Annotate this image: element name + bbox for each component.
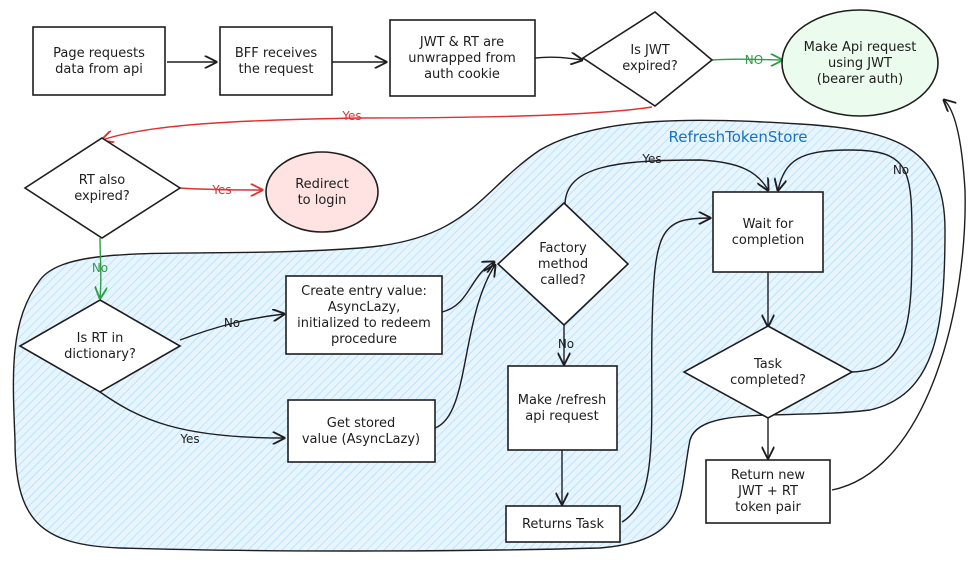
node-return-pair xyxy=(705,459,831,524)
node-text-line: Is RT in xyxy=(77,331,124,346)
edge-task-no xyxy=(778,149,913,373)
edge-stored-to-factory xyxy=(434,265,495,429)
node-text-line: Task xyxy=(753,357,783,372)
edge-label-factory-no: No xyxy=(558,337,574,351)
node-text-line: unwrapped from xyxy=(408,51,516,66)
edge-label-factory-yes: Yes xyxy=(641,152,661,166)
edge-return-to-api xyxy=(831,100,966,491)
node-text-line: Get stored xyxy=(327,416,395,431)
node-create-entry xyxy=(285,275,443,355)
node-text-line: data from api xyxy=(55,62,143,77)
edge-jwt-no xyxy=(711,59,782,60)
node-unwrap xyxy=(389,19,536,97)
node-text-line: Make /refresh xyxy=(518,393,606,408)
node-text-line: AsyncLazy, xyxy=(328,300,401,315)
node-text-line: procedure xyxy=(331,332,397,347)
edge-label-rt-yes: Yes xyxy=(211,183,231,197)
node-wait xyxy=(712,191,824,273)
node-text-line: expired? xyxy=(74,189,130,204)
node-text-line: JWT + RT xyxy=(737,484,798,499)
node-text-line: Factory xyxy=(539,241,587,256)
node-text-line: to login xyxy=(298,193,347,208)
node-text-line: completion xyxy=(732,233,805,248)
edge-task-to-wait xyxy=(621,218,710,523)
node-text-line: BFF receives xyxy=(235,46,318,61)
edge-dict-yes xyxy=(99,391,284,438)
edge-label-jwt-no: NO xyxy=(745,53,763,67)
node-text-line: value (AsyncLazy) xyxy=(302,432,420,447)
edge-label-task-no: No xyxy=(893,163,909,177)
node-page-requests xyxy=(32,26,166,96)
node-make-api xyxy=(781,9,939,117)
edge-dict-no xyxy=(179,314,284,341)
node-text-line: token pair xyxy=(735,500,801,515)
node-returns-task-text: Returns Task xyxy=(522,517,605,532)
node-text-line: Redirect xyxy=(295,177,349,192)
node-text-line: initialized to redeem xyxy=(297,316,431,331)
node-text-line: auth cookie xyxy=(424,67,500,82)
edge-label-dict-yes: Yes xyxy=(179,432,199,446)
edge-label-dict-no: No xyxy=(224,316,240,330)
node-returns-task xyxy=(505,505,621,543)
refresh-token-store-region xyxy=(12,119,946,552)
node-text-line: Return new xyxy=(731,468,806,483)
node-text-line: RT also xyxy=(79,173,126,188)
node-text-line: expired? xyxy=(622,59,678,74)
node-get-stored xyxy=(287,399,436,463)
node-text-line: Wait for xyxy=(743,217,794,232)
edge-rt-no xyxy=(100,237,101,298)
node-text-line: (bearer auth) xyxy=(817,72,903,87)
edge-rt-yes xyxy=(179,188,262,190)
node-text-line: Make Api request xyxy=(804,40,917,55)
region-title: RefreshTokenStore xyxy=(669,128,808,146)
node-rt-dictionary xyxy=(18,299,182,393)
edge-label-jwt-yes: Yes xyxy=(341,109,361,123)
node-text-line: the request xyxy=(239,62,314,77)
node-text-line: dictionary? xyxy=(64,347,136,362)
edge-jwt-yes xyxy=(102,106,653,140)
node-text-line: Returns Task xyxy=(522,517,605,532)
node-text-line: Page requests xyxy=(53,46,145,61)
node-text-line: JWT & RT are xyxy=(419,35,504,50)
edge-factory-yes xyxy=(564,159,768,206)
node-create-entry-text: Create entry value:AsyncLazy,initialized… xyxy=(297,284,431,347)
node-rt-expired xyxy=(23,137,182,239)
node-text-line: Create entry value: xyxy=(301,284,427,299)
node-task-completed xyxy=(682,325,854,419)
node-bff xyxy=(219,26,333,96)
edge-label-rt-no: No xyxy=(92,261,108,275)
node-text-line: api request xyxy=(525,409,598,424)
node-text-line: Is JWT xyxy=(630,43,669,58)
node-jwt-expired xyxy=(581,11,714,107)
node-text-line: using JWT xyxy=(828,56,892,71)
node-text-line: called? xyxy=(540,273,586,288)
node-redirect xyxy=(265,151,379,233)
node-refresh-request xyxy=(507,365,618,451)
node-factory xyxy=(496,201,630,327)
node-text-line: method xyxy=(538,257,588,272)
edge-unwrap-to-jwt xyxy=(534,57,582,60)
node-text-line: completed? xyxy=(730,373,806,388)
